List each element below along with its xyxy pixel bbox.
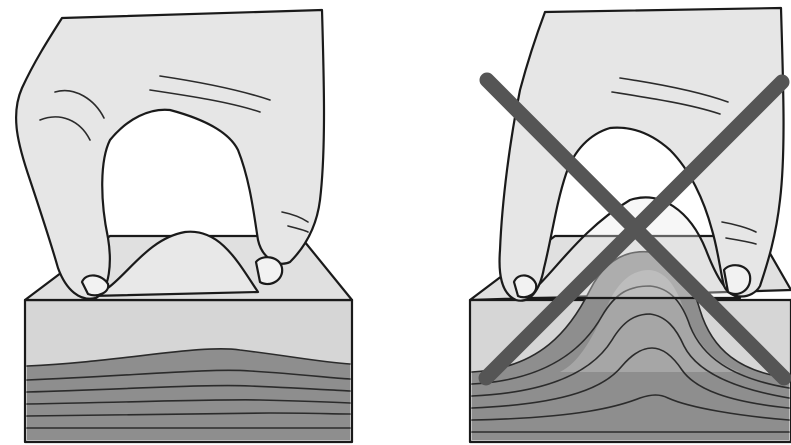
skin-block-right: [468, 234, 791, 444]
thumb-crease-1: [281, 211, 309, 223]
hand-crease-3: [149, 89, 261, 113]
raised-layer-line-4: [471, 347, 790, 409]
hand-right: [498, 6, 785, 302]
raised-tissue-core: [560, 270, 740, 372]
fingernail-index: [80, 274, 110, 297]
hand-crease-1: [39, 116, 91, 141]
thumb-crease-2: [287, 225, 309, 233]
panel-correct: [15, 8, 354, 444]
panel-incorrect: [468, 6, 791, 444]
hand-crease-4: [159, 75, 271, 101]
skin-fold-left: [88, 230, 260, 298]
layer-line-1: [26, 347, 351, 367]
thumbnail: [254, 256, 284, 286]
hand-crease-1: [611, 91, 721, 115]
hand-crease-2: [619, 77, 729, 103]
raised-layer-line-3: [471, 313, 790, 399]
raised-layer-line-5: [471, 394, 790, 421]
hand-left: [15, 8, 326, 300]
thumbnail: [722, 264, 752, 296]
cross-stroke-2: [478, 74, 790, 386]
layer-line-5: [26, 412, 351, 417]
hand-back: [498, 6, 785, 302]
fingernail-index: [512, 274, 538, 299]
layer-line-2: [26, 369, 351, 381]
layer-line-4: [26, 399, 351, 405]
cross-out-x-icon: [478, 72, 791, 386]
thumb-crease-2: [725, 237, 757, 245]
thumb-crease-1: [721, 221, 757, 233]
layer-line-3: [26, 384, 351, 393]
raised-layer-line-2: [471, 285, 790, 389]
hand-back: [15, 8, 326, 300]
hand-crease-2: [54, 89, 105, 119]
